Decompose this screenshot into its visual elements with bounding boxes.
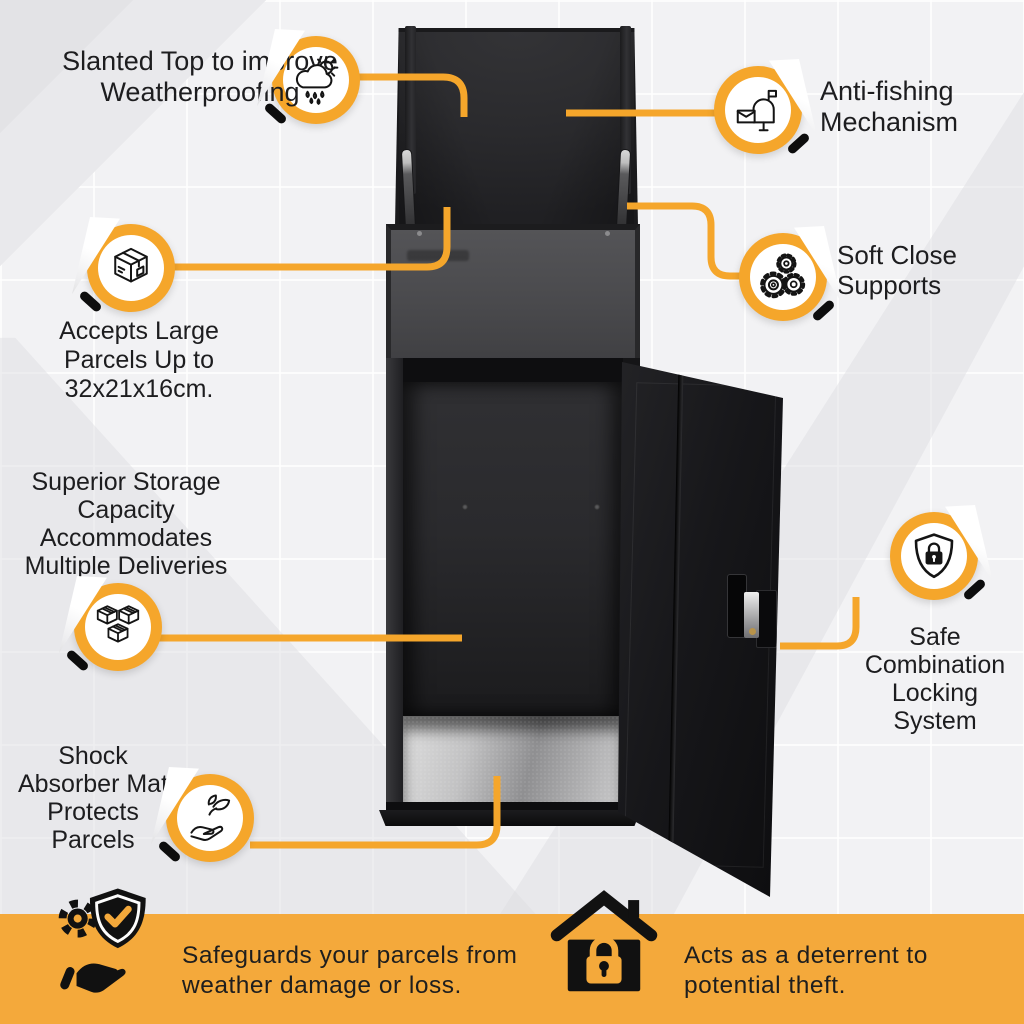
label-shock-mat: Shock Absorber Mat Protects Parcels [4,742,182,854]
line-locking [780,597,860,650]
badge-anti-fishing [714,59,817,156]
badge-face [177,785,243,851]
cabinet-bottom-rail [386,802,640,810]
label-locking: Safe Combination Locking System [843,623,1024,735]
embossed-logo [407,250,469,261]
rim-screw [605,231,610,236]
label-line: Soft Close [837,240,957,270]
box-base [379,810,641,826]
label-line: Supports [837,270,942,300]
banner-line: potential theft. [684,972,846,999]
storage-compartment [386,358,640,810]
drop-compartment [386,224,640,360]
cabinet-left-wall [386,358,403,810]
line-slanted-top [350,73,468,117]
label-line: Capacity [77,496,175,524]
banner-text-weather: Safeguards your parcels from weather dam… [182,941,517,1001]
open-door [618,362,783,897]
badge-shock-mat [151,767,254,864]
label-line: Absorber Mat [17,770,169,798]
house-lock-icon [550,890,658,992]
shock-absorber-mat [403,716,623,802]
label-line: Parcels Up to [63,346,215,374]
label-line: System [893,707,977,735]
badge-large-parcels [72,217,175,314]
label-line: Anti-fishing [820,76,954,106]
label-line: Shock [58,742,128,770]
label-line: Locking [891,679,979,707]
cabinet-back-panel [403,382,623,716]
boxes-icon [91,600,145,654]
open-lid [395,28,638,226]
line-shock-mat [250,776,501,849]
badge-face [725,77,791,143]
weather-icon [289,53,343,107]
parcel-icon [104,241,158,295]
label-line: Parcels [51,826,135,854]
label-soft-close: Soft Close Supports [837,240,1024,300]
shield-check-hand-icon [58,888,146,993]
label-line: Superior Storage [31,468,221,496]
label-anti-fishing: Anti-fishing Mechanism [820,76,1020,138]
lid-brace-left [405,26,416,194]
label-line: Safe [909,623,961,651]
label-line: Accommodates [39,524,213,552]
label-line: Multiple Deliveries [24,552,228,580]
badge-storage [59,576,162,673]
banner-line: Safeguards your parcels from [182,942,518,969]
gears-icon [756,250,810,304]
label-line: Accepts Large [59,317,219,345]
label-line: Mechanism [820,107,959,137]
label-storage: Superior Storage Capacity Accommodates M… [14,468,238,580]
shield-lock-icon [907,529,961,583]
banner-line: weather damage or loss. [182,972,462,999]
label-line: 32x21x16cm. [64,375,214,403]
lock-screw [749,628,756,635]
banner-line: Acts as a deterrent to [684,942,928,969]
hand-leaf-icon [183,791,237,845]
bottom-banner [0,914,1024,1024]
badge-soft-close [739,226,842,323]
lock-latch [744,592,759,638]
badge-locking [890,505,993,602]
back-panel-screw [462,504,468,510]
banner-text-theft: Acts as a deterrent to potential theft. [684,941,928,1001]
mailbox-icon [731,83,785,137]
rim-screw [417,231,422,236]
back-panel-screw [594,504,600,510]
line-soft-close [627,202,740,280]
label-line: Combination [864,651,1006,679]
line-large-parcels [172,207,451,271]
cabinet-lintel [403,358,623,382]
label-line: Protects [47,798,139,826]
label-large-parcels: Accepts Large Parcels Up to 32x21x16cm. [39,317,239,404]
